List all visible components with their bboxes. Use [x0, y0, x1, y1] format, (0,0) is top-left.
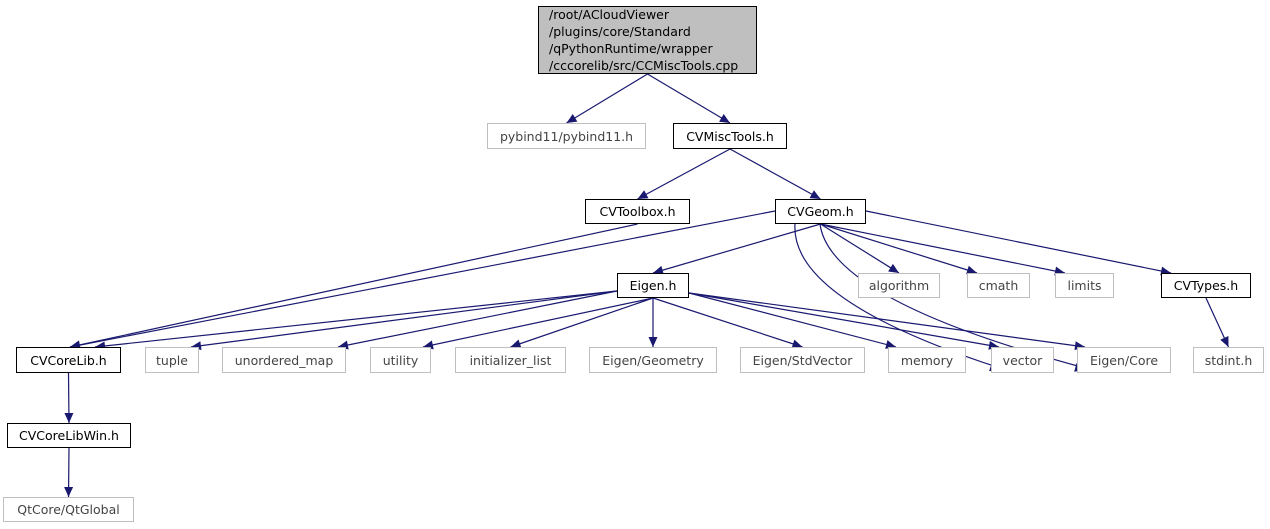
edge-geom-to-limits [820, 223, 1066, 274]
arrowhead-icon [64, 412, 74, 423]
arrowhead-icon [966, 265, 977, 275]
node-memory: memory [888, 347, 966, 373]
root-line: /cccorelib/src/CCMiscTools.cpp [549, 58, 739, 73]
edge-geom-to-cmath [820, 223, 978, 274]
node-misc[interactable]: CVMiscTools.h [673, 123, 787, 149]
edge-eigen-to-estd [652, 297, 803, 348]
arrowhead-icon [791, 339, 803, 349]
arrowhead-icon [566, 113, 578, 123]
arrowhead-icon [653, 265, 664, 275]
node-initlist: initializer_list [455, 347, 566, 373]
node-qtglobal: QtCore/QtGlobal [3, 497, 134, 522]
node-eigen[interactable]: Eigen.h [617, 273, 689, 298]
node-geom[interactable]: CVGeom.h [775, 199, 866, 224]
edge-eigen-to-utility [422, 297, 654, 348]
node-egeom: Eigen/Geometry [589, 347, 717, 373]
node-estd: Eigen/StdVector [740, 347, 865, 373]
root-line: /qPythonRuntime/wrapper [549, 41, 713, 56]
node-limits: limits [1055, 273, 1114, 298]
node-stdint: stdint.h [1193, 347, 1264, 373]
edge-geom-to-eigen [652, 223, 821, 274]
edge-geom-to-algorithm [820, 223, 900, 274]
arrowhead-icon [510, 339, 522, 349]
edge-eigen-to-memory [688, 292, 897, 348]
node-algorithm: algorithm [858, 273, 940, 298]
root-line: /root/ACloudViewer [549, 7, 670, 22]
node-corelib[interactable]: CVCoreLib.h [16, 347, 121, 373]
edge-geom-to-types [865, 210, 1172, 274]
node-ecore: Eigen/Core [1077, 347, 1171, 373]
node-pybind: pybind11/pybind11.h [487, 123, 646, 149]
node-toolbox[interactable]: CVToolbox.h [585, 199, 690, 224]
root-line: /plugins/core/Standard [549, 24, 691, 39]
edge-misc-to-geom [729, 148, 821, 200]
edge-misc-to-toolbox [637, 148, 731, 200]
edge-eigen-to-vector [688, 292, 1000, 348]
arrowhead-icon [1220, 336, 1229, 347]
arrowhead-icon [719, 114, 730, 123]
node-tuple: tuple [145, 347, 199, 373]
node-cmath: cmath [967, 273, 1030, 298]
arrowhead-icon [885, 340, 896, 349]
root-file-node: /root/ACloudViewer /plugins/core/Standar… [538, 6, 757, 74]
arrowhead-icon [648, 337, 658, 347]
edge-eigen-to-umap [337, 290, 618, 348]
arrowhead-icon [809, 190, 821, 199]
edge-eigen-to-corelib [94, 290, 618, 348]
node-corelibwin[interactable]: CVCoreLibWin.h [7, 423, 131, 448]
edge-toolbox-to-corelib [69, 223, 638, 348]
node-umap: unordered_map [222, 347, 346, 373]
edge-eigen-to-initlist [510, 297, 654, 348]
arrowhead-icon [64, 486, 74, 497]
edge-root-to-pybind [566, 73, 648, 124]
node-utility: utility [370, 347, 431, 373]
edge-eigen-to-ecore [688, 292, 1086, 348]
edge-eigen-to-tuple [190, 290, 618, 348]
arrowhead-icon [888, 263, 899, 273]
node-types[interactable]: CVTypes.h [1161, 273, 1251, 298]
arrowhead-icon [637, 190, 649, 199]
node-vector: vector [991, 347, 1054, 373]
edge-root-to-misc [647, 73, 731, 124]
edge-geom-to-corelib [69, 210, 776, 348]
